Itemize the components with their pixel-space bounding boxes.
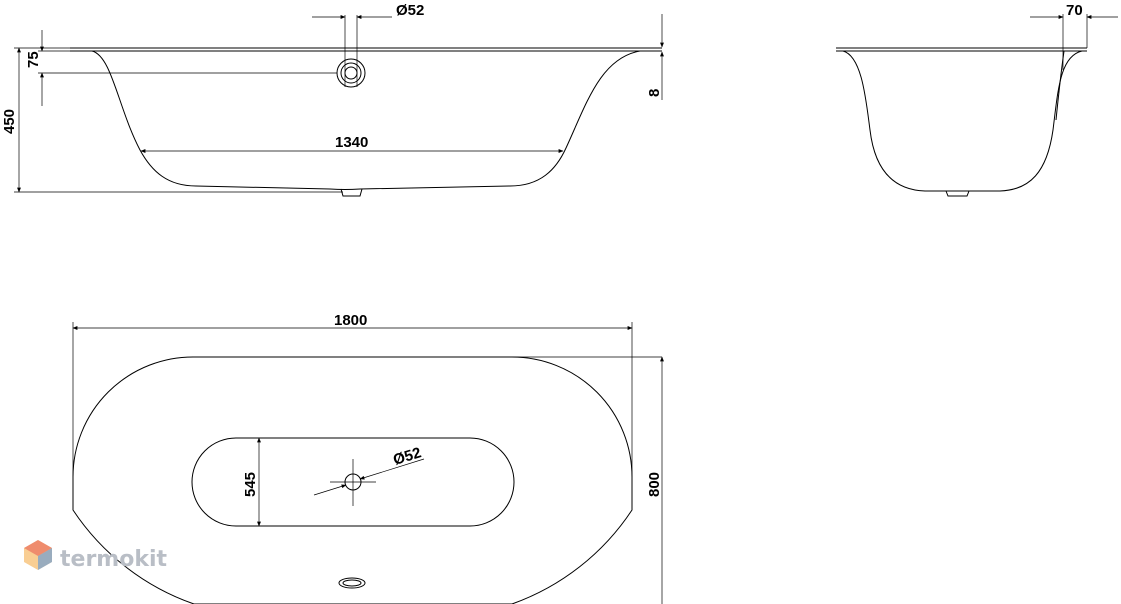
overall-length-label: 1800 <box>334 312 367 329</box>
overall-width-label: 800 <box>646 472 663 497</box>
total-height-label: 450 <box>1 109 18 134</box>
termokit-logo-icon <box>24 540 52 570</box>
side-view-tub-body <box>842 50 1083 192</box>
inner-bottom-length-label: 1340 <box>335 134 368 151</box>
plan-drain: Ø52 <box>313 444 425 506</box>
overflow-outlet <box>336 58 366 88</box>
rim-thickness-label: 8 <box>646 89 663 97</box>
top-drain-diameter-label: Ø52 <box>396 2 424 19</box>
front-view: Ø52 75 450 1340 8 <box>1 2 664 197</box>
plan-drain-diameter-label: Ø52 <box>391 444 423 469</box>
side-rim-width-label: 70 <box>1066 2 1083 19</box>
side-view: 70 <box>836 2 1118 197</box>
plan-inner-bottom <box>191 437 515 527</box>
inner-bottom-width-label: 545 <box>242 472 259 497</box>
front-view-tub-body <box>91 50 641 190</box>
watermark-text: termokit <box>60 547 167 572</box>
termokit-watermark: termokit <box>24 540 167 572</box>
plan-view: Ø52 1800 800 545 <box>72 312 664 604</box>
rim-to-overflow-label: 75 <box>25 51 42 68</box>
plan-outer-outline <box>72 356 633 604</box>
